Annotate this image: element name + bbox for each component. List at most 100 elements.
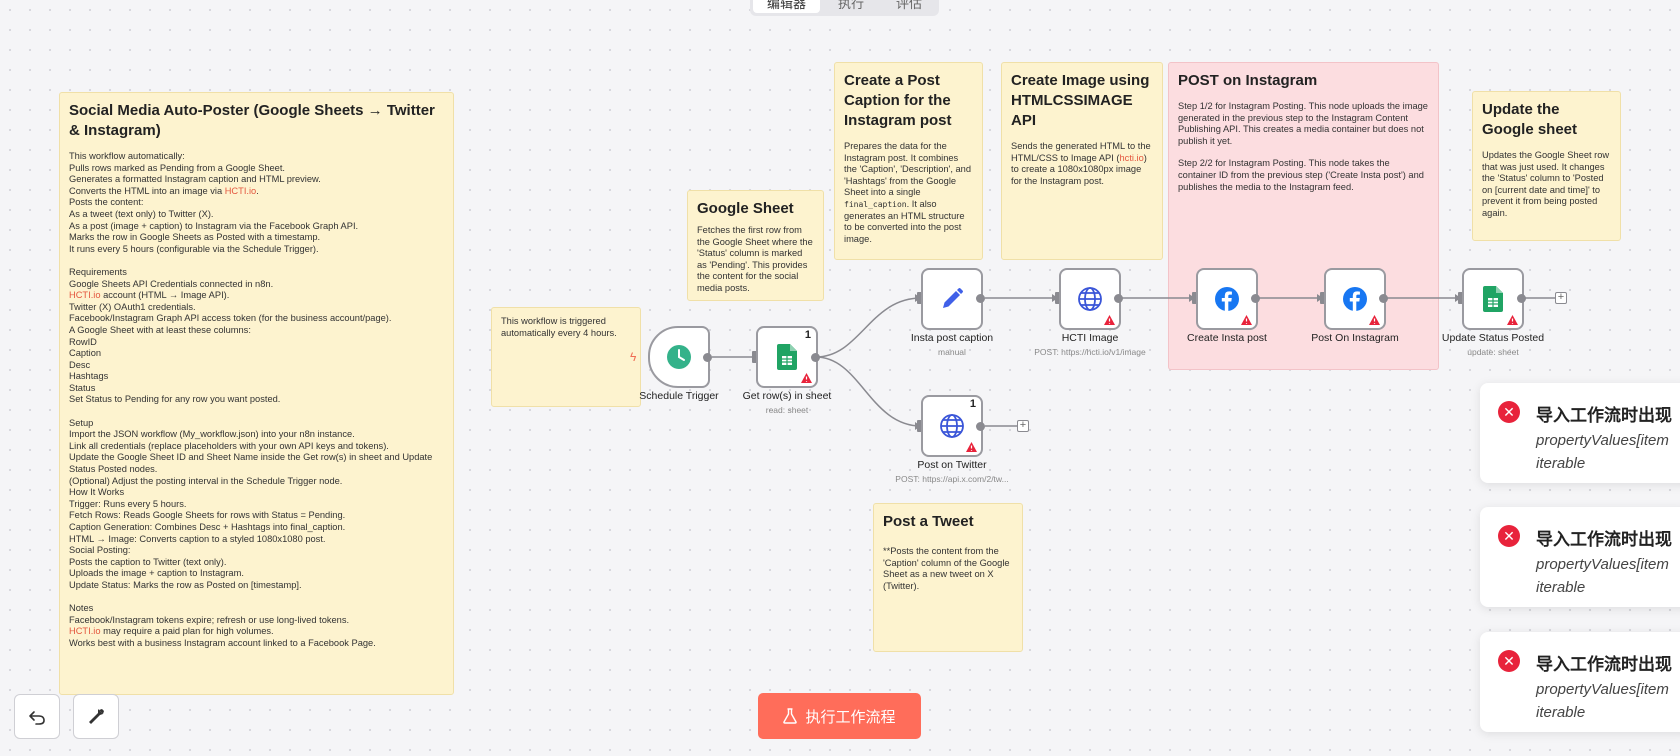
input-port[interactable] xyxy=(1192,292,1197,304)
error-icon: ✕ xyxy=(1498,401,1520,423)
run-count: 1 xyxy=(804,329,811,341)
sticky-note-title: Create a Post Caption for the Instagram … xyxy=(844,72,952,129)
input-port[interactable] xyxy=(1458,292,1463,304)
sticky-note-google-sheet[interactable]: Google Sheet Fetches the first row from … xyxy=(687,190,824,301)
sticky-note-instagram[interactable]: POST on Instagram Step 1/2 for Instagram… xyxy=(1168,62,1439,370)
input-port[interactable] xyxy=(752,351,757,363)
execute-workflow-label: 执行工作流程 xyxy=(805,708,896,726)
sticky-note-title: Social Media Auto-Poster (Google Sheets … xyxy=(69,102,435,139)
warning-icon xyxy=(801,373,812,383)
node-label: Get row(s) in sheet xyxy=(742,390,832,402)
sticky-note-body: Step 1/2 for Instagram Posting. This nod… xyxy=(1178,101,1428,146)
sticky-note-trigger[interactable]: This workflow is triggered automatically… xyxy=(491,307,641,407)
warning-icon xyxy=(1507,315,1518,325)
tab-executions[interactable]: 执行 xyxy=(838,0,865,11)
globe-icon xyxy=(1078,287,1102,311)
facebook-icon xyxy=(1343,287,1367,311)
sticky-note-body: This workflow is triggered automatically… xyxy=(501,316,617,338)
globe-icon xyxy=(940,414,964,438)
connection xyxy=(815,297,922,358)
output-port[interactable] xyxy=(1251,294,1260,303)
output-port[interactable] xyxy=(976,422,985,431)
view-tabs: 编辑器 执行 评估 xyxy=(750,0,940,16)
input-port[interactable] xyxy=(1055,292,1060,304)
trigger-bolt-icon: ϟ xyxy=(630,350,637,364)
connection xyxy=(815,356,922,427)
hcti-link[interactable]: HCTI.io xyxy=(69,290,101,301)
sticky-note-body: **Posts the content from the 'Caption' c… xyxy=(883,546,1010,591)
sticky-note-overview[interactable]: Social Media Auto-Poster (Google Sheets … xyxy=(59,92,454,695)
google-sheets-icon xyxy=(777,344,797,370)
node-create-insta-post[interactable] xyxy=(1196,268,1258,330)
hcti-link[interactable]: hcti.io xyxy=(1119,152,1144,163)
error-icon: ✕ xyxy=(1498,525,1520,547)
sticky-note-body: Fetches the first row from the Google Sh… xyxy=(697,225,813,293)
warning-icon xyxy=(1104,315,1115,325)
sticky-note-title: Google Sheet xyxy=(697,200,794,217)
sticky-note-update[interactable]: Update the Google sheet Updates the Goog… xyxy=(1472,91,1621,241)
broom-icon xyxy=(89,708,104,724)
input-port[interactable] xyxy=(1320,292,1325,304)
sticky-note-title: Update the Google sheet xyxy=(1482,101,1578,138)
input-port[interactable] xyxy=(917,292,922,304)
node-get-rows[interactable]: 1 xyxy=(756,326,818,388)
node-subtitle: read: sheet xyxy=(765,405,809,415)
add-node-button[interactable]: + xyxy=(1017,420,1029,432)
input-port[interactable] xyxy=(917,420,922,432)
output-port[interactable] xyxy=(811,353,820,362)
facebook-icon xyxy=(1215,287,1239,311)
node-label: Insta post caption xyxy=(910,332,994,344)
node-hcti-image[interactable] xyxy=(1059,268,1121,330)
node-post-on-twitter[interactable]: 1 xyxy=(921,395,983,457)
node-label: Update Status Posted xyxy=(1441,332,1545,344)
tidy-up-button[interactable] xyxy=(73,694,119,739)
node-post-on-instagram[interactable] xyxy=(1324,268,1386,330)
toast-message: propertyValues[item iterable xyxy=(1536,556,1669,596)
add-node-button[interactable]: + xyxy=(1555,292,1567,304)
sticky-note-body: Step 2/2 for Instagram Posting. This nod… xyxy=(1178,158,1424,192)
error-toast[interactable]: ✕ 导入工作流时出现 propertyValues[item iterable xyxy=(1480,383,1680,483)
hcti-link[interactable]: HCTI.io xyxy=(69,626,101,637)
flask-icon xyxy=(783,708,798,724)
hcti-link[interactable]: HCTI.io xyxy=(224,185,257,196)
output-port[interactable] xyxy=(1517,294,1526,303)
node-subtitle: POST: https://hcti.io/v1/image xyxy=(1034,347,1146,357)
output-port[interactable] xyxy=(1114,294,1123,303)
node-label: Post on Twitter xyxy=(917,459,987,471)
warning-icon xyxy=(966,442,977,452)
warning-icon xyxy=(1241,315,1252,325)
sticky-note-tweet[interactable]: Post a Tweet **Posts the content from th… xyxy=(873,503,1023,652)
sticky-note-body: Sends the generated HTML to the HTML/CSS… xyxy=(1011,141,1151,186)
node-update-status-posted[interactable] xyxy=(1462,268,1524,330)
warning-icon xyxy=(1369,315,1380,325)
node-schedule-trigger[interactable] xyxy=(648,326,710,388)
undo-button[interactable] xyxy=(14,694,60,739)
tab-evaluations[interactable]: 评估 xyxy=(896,0,923,11)
error-toast[interactable]: ✕ 导入工作流时出现 propertyValues[item iterable xyxy=(1480,632,1680,732)
output-port[interactable] xyxy=(703,353,712,362)
sticky-note-body: This workflow automatically: Pulls rows … xyxy=(69,151,433,648)
output-port[interactable] xyxy=(1379,294,1388,303)
output-port[interactable] xyxy=(976,294,985,303)
tab-editor[interactable]: 编辑器 xyxy=(753,0,821,13)
error-icon: ✕ xyxy=(1498,650,1520,672)
node-insta-post-caption[interactable] xyxy=(921,268,983,330)
node-label: Create Insta post xyxy=(1187,332,1267,344)
sticky-note-image[interactable]: Create Image using HTMLCSSIMAGE API Send… xyxy=(1001,62,1163,260)
run-count: 1 xyxy=(969,398,976,410)
sticky-note-caption[interactable]: Create a Post Caption for the Instagram … xyxy=(834,62,983,260)
clock-icon xyxy=(667,345,691,369)
toast-title: 导入工作流时出现 xyxy=(1536,530,1672,549)
pencil-icon xyxy=(943,288,963,308)
toast-title: 导入工作流时出现 xyxy=(1536,406,1672,425)
sticky-note-body: Prepares the data for the Instagram post… xyxy=(844,141,971,244)
error-toast[interactable]: ✕ 导入工作流时出现 propertyValues[item iterable xyxy=(1480,507,1680,607)
google-sheets-icon xyxy=(1483,286,1503,312)
node-label: HCTI Image xyxy=(1061,332,1119,344)
node-subtitle: POST: https://api.x.com/2/tw... xyxy=(895,474,1009,484)
node-subtitle: update: sheet xyxy=(1467,347,1519,357)
toast-message: propertyValues[item iterable xyxy=(1536,432,1669,472)
toast-title: 导入工作流时出现 xyxy=(1536,655,1672,674)
execute-workflow-button[interactable]: 执行工作流程 xyxy=(758,693,921,739)
